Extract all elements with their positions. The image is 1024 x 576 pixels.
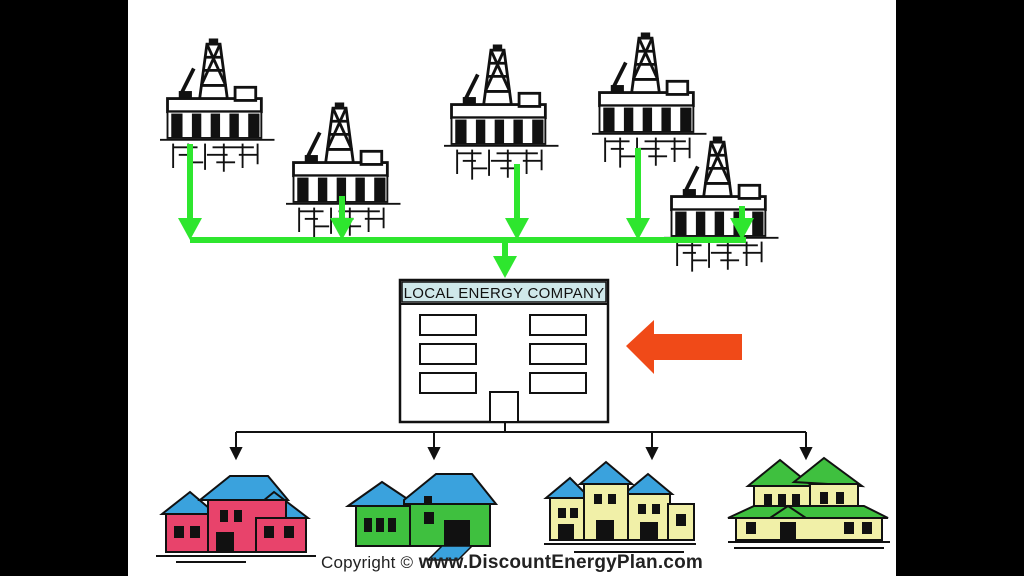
copyright-prefix: Copyright © <box>321 553 414 572</box>
pipeline-arrow <box>626 218 650 240</box>
company-label-box <box>401 281 607 303</box>
house-icon <box>156 475 316 563</box>
house-icon <box>727 456 890 549</box>
company-label: LOCAL ENERGY COMPANY <box>404 285 605 302</box>
distribution-lines <box>229 422 813 461</box>
energy-company-building: LOCAL ENERGY COMPANY <box>398 278 610 424</box>
red-arrow <box>626 320 742 374</box>
pipeline-arrow <box>505 218 529 240</box>
pipeline <box>178 144 754 278</box>
pipeline-arrow <box>330 218 354 240</box>
house-icon <box>344 473 499 561</box>
copyright-notice: Copyright © www.DiscountEnergyPlan.com <box>128 552 896 574</box>
house-icon <box>543 460 696 553</box>
building-door <box>489 391 519 423</box>
pipeline-arrow <box>178 218 202 240</box>
copyright-site: www.DiscountEnergyPlan.com <box>418 552 703 573</box>
pipeline-arrow <box>730 218 754 240</box>
pipeline-arrow <box>493 256 517 278</box>
